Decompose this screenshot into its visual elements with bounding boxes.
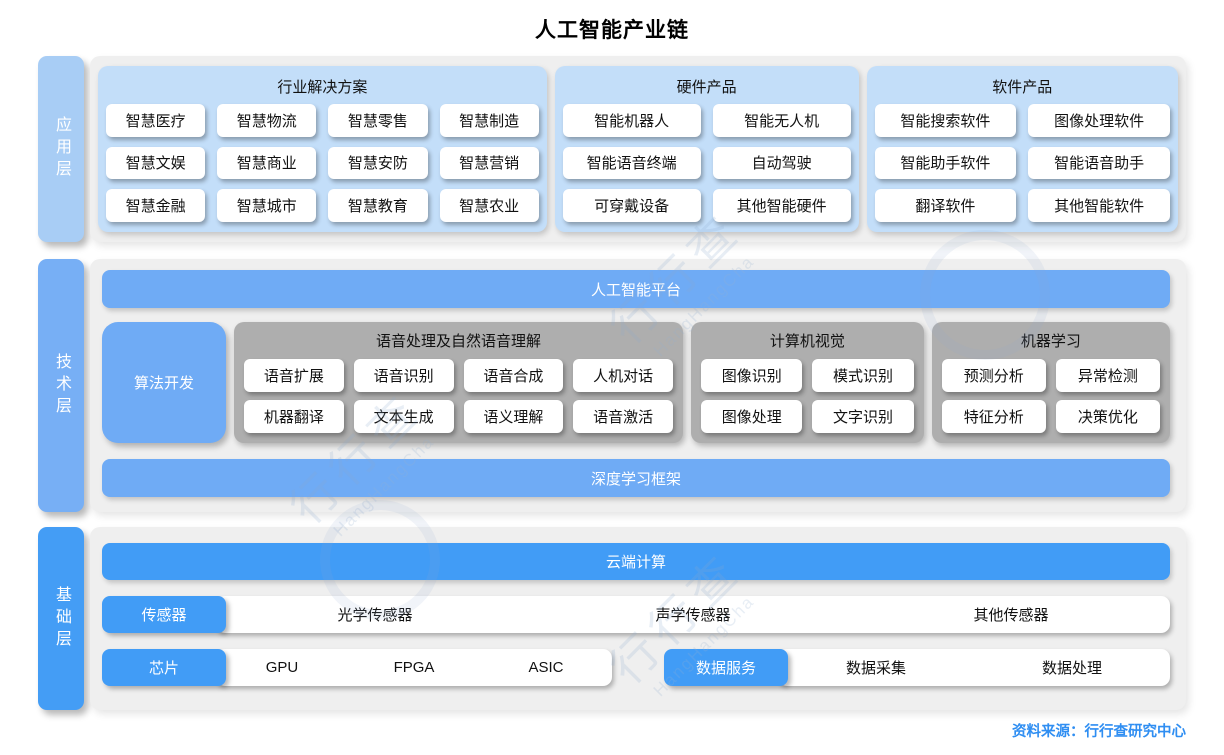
application-layer: 应用层 行业解决方案 智慧医疗 智慧物流 智慧零售 智慧制造 智慧文娱 智慧商业… xyxy=(38,56,1186,242)
group-software-products: 软件产品 智能搜索软件 图像处理软件 智能助手软件 智能语音助手 翻译软件 其他… xyxy=(866,66,1178,232)
chip-label: 芯片 xyxy=(102,649,226,686)
group-hardware-products: 硬件产品 智能机器人 智能无人机 智能语音终端 自动驾驶 可穿戴设备 其他智能硬… xyxy=(554,66,859,232)
chip: 异常检测 xyxy=(1055,359,1160,392)
data-service-items-bar: 数据采集 数据处理 xyxy=(778,649,1170,686)
row-spacer xyxy=(612,649,664,686)
chip: 其他智能软件 xyxy=(1028,189,1170,222)
chip: 可穿戴设备 xyxy=(562,189,701,222)
ai-platform-bar: 人工智能平台 xyxy=(102,270,1170,308)
chip: 智慧制造 xyxy=(439,104,539,137)
chip-items-bar: GPU FPGA ASIC xyxy=(216,649,612,686)
chip: 智慧医疗 xyxy=(106,104,206,137)
chip: 智能机器人 xyxy=(562,104,701,137)
chip-grid: 预测分析 异常检测 特征分析 决策优化 xyxy=(941,359,1160,433)
chip: 智能语音助手 xyxy=(1028,146,1170,180)
chip: 文本生成 xyxy=(353,400,454,433)
chip: 预测分析 xyxy=(941,359,1046,392)
chip: 智慧物流 xyxy=(217,104,317,137)
chip: 语音合成 xyxy=(463,359,564,392)
chip: 智能助手软件 xyxy=(874,146,1017,180)
data-service-item: 数据采集 xyxy=(845,660,906,677)
chip: 智能搜索软件 xyxy=(874,104,1017,137)
foundation-layer-tab: 基础层 xyxy=(38,527,84,710)
chip-item: GPU xyxy=(265,659,299,676)
group-title: 硬件产品 xyxy=(676,79,737,96)
group-title: 行业解决方案 xyxy=(277,79,368,96)
chip: 智慧教育 xyxy=(328,189,428,222)
chip: 智慧商业 xyxy=(217,146,317,180)
group-industry-solutions: 行业解决方案 智慧医疗 智慧物流 智慧零售 智慧制造 智慧文娱 智慧商业 智慧安… xyxy=(98,66,547,232)
data-service-label: 数据服务 xyxy=(664,649,788,686)
sensor-item: 其他传感器 xyxy=(973,607,1049,624)
chip: 模式识别 xyxy=(812,359,914,392)
technology-layer: 技术层 人工智能平台 算法开发 语音处理及自然语音理解 语音扩展 语音识别 语音… xyxy=(38,259,1186,512)
chip: 人机对话 xyxy=(573,359,674,392)
chip: 图像处理 xyxy=(701,400,803,433)
chip: 智慧农业 xyxy=(439,189,539,222)
foundation-layer: 基础层 云端计算 传感器 光学传感器 声学传感器 其他传感器 芯片 GPU FP… xyxy=(38,527,1186,710)
application-layer-tab: 应用层 xyxy=(38,56,84,242)
chip: 智慧城市 xyxy=(217,189,317,222)
data-source-note: 资料来源：行行查研究中心 xyxy=(1012,724,1186,740)
cloud-computing-bar: 云端计算 xyxy=(102,543,1170,580)
technology-middle-row: 算法开发 语音处理及自然语音理解 语音扩展 语音识别 语音合成 人机对话 机器翻… xyxy=(102,322,1170,443)
chip: 智慧文娱 xyxy=(106,146,206,180)
chip: 智能无人机 xyxy=(712,104,851,137)
group-title: 语音处理及自然语音理解 xyxy=(376,333,542,350)
chip: 语音扩展 xyxy=(244,359,344,392)
chip: 智慧零售 xyxy=(328,104,428,137)
chip: 语义理解 xyxy=(463,400,564,433)
chip-grid: 智慧医疗 智慧物流 智慧零售 智慧制造 智慧文娱 智慧商业 智慧安防 智慧营销 … xyxy=(106,104,539,222)
group-title: 机器学习 xyxy=(1020,333,1081,350)
chip: 智慧金融 xyxy=(106,189,206,222)
technology-layer-tab: 技术层 xyxy=(38,259,84,512)
chip-grid: 智能机器人 智能无人机 智能语音终端 自动驾驶 可穿戴设备 其他智能硬件 xyxy=(562,104,851,222)
chip-item: FPGA xyxy=(393,659,435,676)
group-title: 计算机视觉 xyxy=(769,333,845,350)
chip: 翻译软件 xyxy=(874,189,1017,222)
group-machine-learning: 机器学习 预测分析 异常检测 特征分析 决策优化 xyxy=(931,322,1170,443)
chip: 自动驾驶 xyxy=(712,146,851,180)
data-service-item: 数据处理 xyxy=(1041,660,1102,677)
sensor-item: 声学传感器 xyxy=(655,607,731,624)
chip: 图像识别 xyxy=(701,359,803,392)
chip: 语音激活 xyxy=(573,400,674,433)
chip-grid: 图像识别 模式识别 图像处理 文字识别 xyxy=(701,359,914,433)
sensor-label: 传感器 xyxy=(102,596,226,633)
chip-item: ASIC xyxy=(528,659,564,676)
group-title: 软件产品 xyxy=(992,79,1053,96)
algorithm-development-block: 算法开发 xyxy=(102,322,226,443)
chip-grid: 语音扩展 语音识别 语音合成 人机对话 机器翻译 文本生成 语义理解 语音激活 xyxy=(244,359,674,433)
chip: 智慧安防 xyxy=(328,146,428,180)
sensor-items-bar: 光学传感器 声学传感器 其他传感器 xyxy=(216,596,1170,633)
sensor-row: 传感器 光学传感器 声学传感器 其他传感器 xyxy=(102,596,1170,633)
group-nlp: 语音处理及自然语音理解 语音扩展 语音识别 语音合成 人机对话 机器翻译 文本生… xyxy=(234,322,684,443)
chip: 智能语音终端 xyxy=(562,146,701,180)
chip: 决策优化 xyxy=(1055,400,1160,433)
technology-layer-band: 人工智能平台 算法开发 语音处理及自然语音理解 语音扩展 语音识别 语音合成 人… xyxy=(90,259,1186,512)
deep-learning-framework-bar: 深度学习框架 xyxy=(102,459,1170,497)
chip: 图像处理软件 xyxy=(1028,104,1170,137)
chip: 机器翻译 xyxy=(244,400,344,433)
application-layer-band: 行业解决方案 智慧医疗 智慧物流 智慧零售 智慧制造 智慧文娱 智慧商业 智慧安… xyxy=(90,56,1186,242)
chip-data-row: 芯片 GPU FPGA ASIC 数据服务 数据采集 数据处理 xyxy=(102,649,1170,686)
chip: 其他智能硬件 xyxy=(712,189,851,222)
chip: 文字识别 xyxy=(812,400,914,433)
page-title: 人工智能产业链 xyxy=(535,19,689,42)
chip: 语音识别 xyxy=(353,359,454,392)
chip: 智慧营销 xyxy=(439,146,539,180)
chip: 特征分析 xyxy=(941,400,1046,433)
group-computer-vision: 计算机视觉 图像识别 模式识别 图像处理 文字识别 xyxy=(691,322,924,443)
chip-grid: 智能搜索软件 图像处理软件 智能助手软件 智能语音助手 翻译软件 其他智能软件 xyxy=(874,104,1170,222)
foundation-layer-band: 云端计算 传感器 光学传感器 声学传感器 其他传感器 芯片 GPU FPGA A… xyxy=(90,527,1186,710)
sensor-item: 光学传感器 xyxy=(337,607,413,624)
